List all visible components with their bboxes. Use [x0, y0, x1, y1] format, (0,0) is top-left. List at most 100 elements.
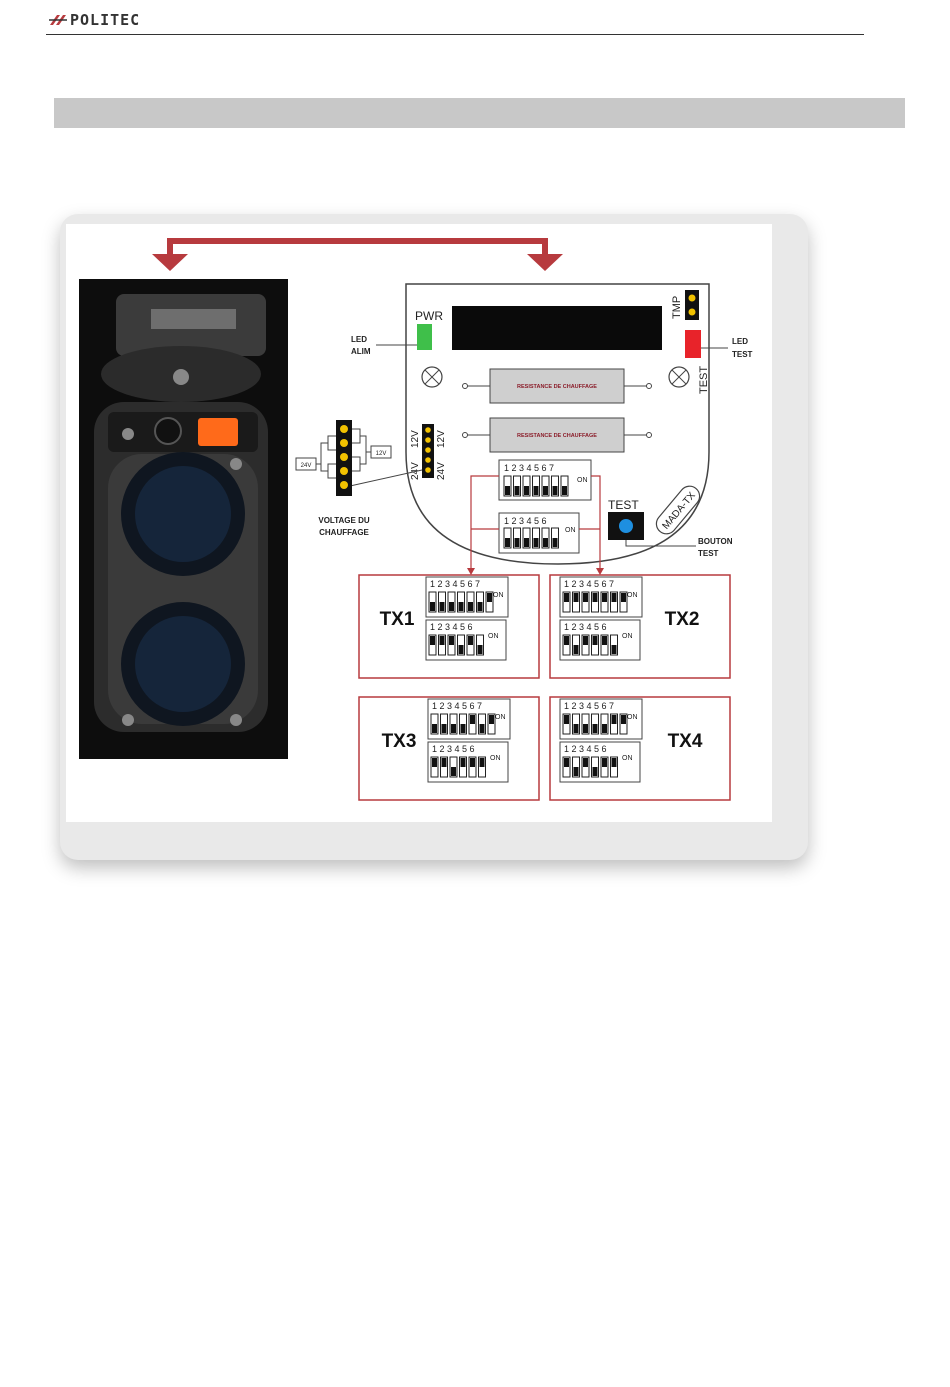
- dip-switch: [449, 756, 458, 778]
- dip-switch-6: 1 2 3 4 5 6ON: [425, 619, 507, 661]
- politec-logo-icon: [49, 15, 67, 25]
- test-vertical-label: TEST: [698, 366, 710, 394]
- tx-label: TX3: [382, 731, 417, 752]
- tx-config-tx1: TX1 1 2 3 4 5 6 7 ON 1 2 3 4 5 6ON: [358, 574, 540, 679]
- dip-switch: [522, 527, 531, 549]
- dip-switch: [438, 634, 446, 656]
- dip-switch: [459, 713, 467, 735]
- dip-switch: [428, 591, 437, 613]
- dip-switch: [440, 713, 448, 735]
- svg-text:ON: ON: [577, 477, 588, 484]
- screw-icon: [668, 366, 690, 388]
- board-outline: [405, 283, 710, 565]
- jumper-24v-label: 24V: [301, 463, 312, 469]
- svg-text:1 2 3 4 5 6 7: 1 2 3 4 5 6 7: [504, 463, 554, 473]
- dip-switch: [562, 756, 571, 778]
- led-test-label: LED: [732, 337, 748, 346]
- dip-switch: [503, 475, 512, 497]
- bouton-test-label: BOUTON: [698, 537, 733, 546]
- dip-switch: [459, 756, 467, 778]
- dip-switch: [600, 591, 609, 613]
- double-arrow-icon: [152, 238, 563, 271]
- svg-text:1 2 3 4 5 6 7: 1 2 3 4 5 6 7: [430, 579, 480, 589]
- dip-switch: [487, 713, 496, 735]
- dip-switch: [457, 591, 465, 613]
- tx-label: TX2: [665, 609, 700, 630]
- dip-switch: [476, 591, 484, 613]
- dip-switch: [457, 634, 465, 656]
- tx-label: TX4: [668, 731, 703, 752]
- pwr-label: PWR: [415, 309, 443, 323]
- dip-switch: [619, 591, 628, 613]
- heater-resistance-1: [489, 368, 625, 404]
- dip-switch: [466, 634, 475, 656]
- board-dip-switch-7: 1 2 3 4 5 6 7 ON: [498, 459, 592, 501]
- dip-switch: [581, 713, 590, 735]
- dip-switch: [572, 713, 580, 735]
- dip-switch: [562, 713, 571, 735]
- display-panel: [452, 306, 662, 350]
- figure: PWR LED ALIM TMP LED TEST TEST RESISTANC…: [66, 224, 772, 822]
- dip-switch: [591, 591, 599, 613]
- svg-text:1 2 3 4 5 6: 1 2 3 4 5 6: [432, 744, 475, 754]
- wiring-diagram: PWR LED ALIM TMP LED TEST TEST RESISTANC…: [79, 238, 753, 801]
- dip-switch: [610, 591, 618, 613]
- dip-switch: [513, 475, 521, 497]
- svg-text:ON: ON: [627, 592, 638, 599]
- test-led: [685, 330, 701, 358]
- svg-text:1 2 3 4 5 6 7: 1 2 3 4 5 6 7: [564, 701, 614, 711]
- dip-switch: [619, 713, 628, 735]
- dip-switch: [503, 527, 512, 549]
- dip-switch: [610, 713, 618, 735]
- dip-switch: [562, 591, 571, 613]
- brand-name: POLITEC: [70, 11, 141, 29]
- dip-switch: [591, 634, 599, 656]
- dip-switch: [466, 591, 475, 613]
- voltage-caption-2: CHAUFFAGE: [319, 528, 369, 537]
- svg-text:1 2 3 4 5 6 7: 1 2 3 4 5 6 7: [432, 701, 482, 711]
- svg-text:ON: ON: [627, 714, 638, 721]
- dip-switch: [532, 527, 540, 549]
- tx-label: TX1: [380, 609, 415, 630]
- resistance-label-1: RESISTANCE DE CHAUFFAGE: [517, 384, 597, 390]
- dip-switch: [513, 527, 521, 549]
- svg-text:ON: ON: [493, 592, 504, 599]
- test-button-label: TEST: [608, 498, 639, 512]
- svg-text:ON: ON: [490, 755, 501, 762]
- dip-switch: [428, 634, 437, 656]
- tx-config-tx3: TX3 1 2 3 4 5 6 7 ON 1 2 3 4 5 6 ON: [358, 696, 540, 801]
- dip-switch: [581, 756, 590, 778]
- dip-switch-7: 1 2 3 4 5 6 7ON: [559, 576, 643, 618]
- dip-switch: [560, 475, 569, 497]
- voltage-12v-a: 12V: [410, 430, 421, 448]
- dip-switch: [610, 634, 618, 656]
- dip-switch: [522, 475, 531, 497]
- screw-icon: [421, 366, 443, 388]
- dip-switch: [468, 756, 477, 778]
- resistance-label-2: RESISTANCE DE CHAUFFAGE: [517, 433, 597, 439]
- dip-switch-7: 1 2 3 4 5 6 7 ON: [427, 698, 511, 740]
- tmp-label: TMP: [671, 296, 683, 319]
- dip-switch-7: 1 2 3 4 5 6 7 ON: [425, 576, 509, 618]
- tmp-jumper: [685, 290, 699, 320]
- voltage-jumper-detail: [295, 420, 392, 496]
- dip-switch: [430, 713, 439, 735]
- voltage-12v-b: 12V: [436, 430, 447, 448]
- dip-switch: [572, 634, 580, 656]
- led-test-label-2: TEST: [732, 350, 753, 359]
- dip-switch-6: 1 2 3 4 5 6 ON: [427, 741, 509, 783]
- dip-switch: [430, 756, 439, 778]
- dip-switch-7: 1 2 3 4 5 6 7 ON: [559, 698, 643, 740]
- pwr-led: [417, 324, 432, 350]
- dip-switch: [438, 591, 446, 613]
- dip-switch: [600, 713, 609, 735]
- dip-switch: [581, 591, 590, 613]
- heater-resistance-2: [489, 417, 625, 453]
- detector-photo: [79, 279, 288, 759]
- svg-text:1 2 3 4 5 6: 1 2 3 4 5 6: [430, 622, 473, 632]
- voltage-24v-b: 24V: [436, 462, 447, 480]
- svg-text:ON: ON: [495, 714, 506, 721]
- dip-switch: [551, 475, 559, 497]
- dip-switch: [600, 634, 609, 656]
